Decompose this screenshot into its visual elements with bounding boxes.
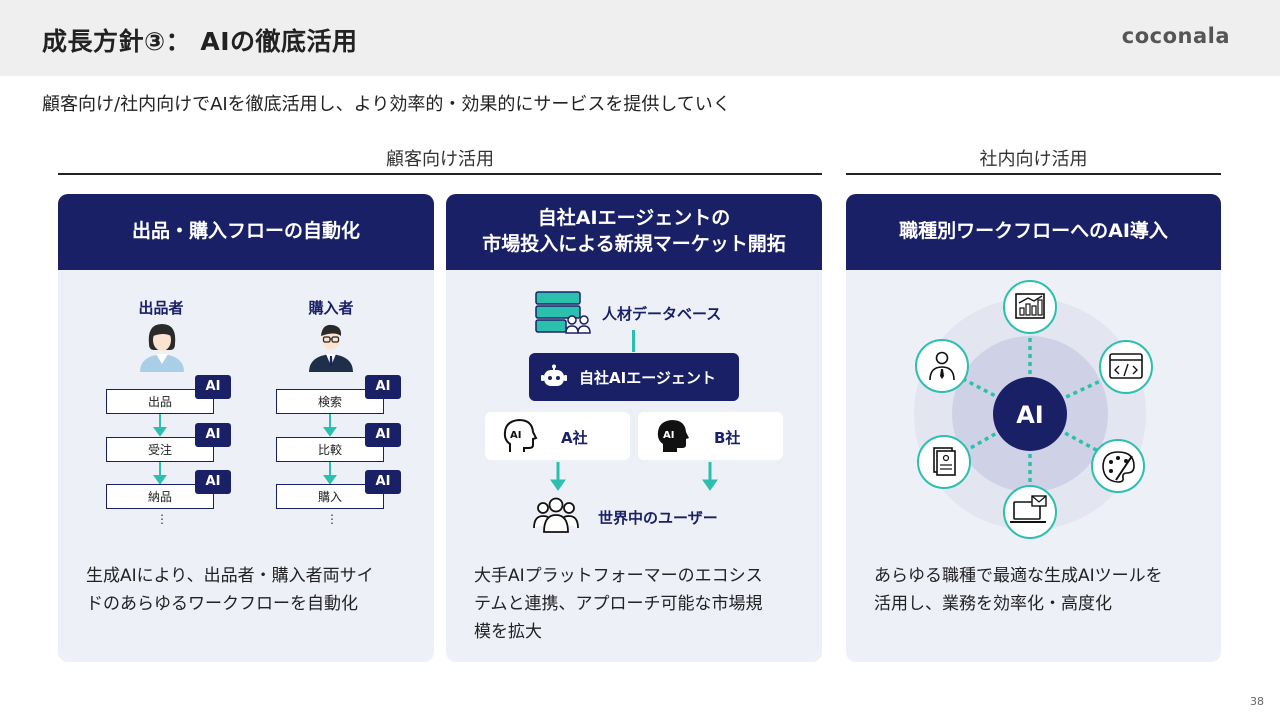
ai-badge: AI: [195, 470, 231, 494]
seller-label: 出品者: [138, 299, 184, 317]
section-label-customer: 顧客向け活用: [386, 149, 494, 170]
card-description-line: あらゆる職種で最適な生成AIツールを: [874, 566, 1163, 586]
buyer-avatar-icon: [309, 324, 353, 372]
ai-badge: AI: [195, 423, 231, 447]
card-ai-agent-market: 自社AIエージェントの 市場投入による新規マーケット開拓 人材データベース 自社…: [446, 194, 822, 662]
page-title: 成長方針③： AIの徹底活用: [42, 27, 358, 56]
svg-text:AI: AI: [663, 430, 674, 441]
laptop-mail-icon: [1003, 485, 1057, 539]
bar-chart-icon: [1003, 280, 1057, 334]
card-description-line: テムと連携、アプローチ可能な市場規: [474, 594, 763, 614]
database-icon: [535, 291, 591, 334]
company-a-box: AI A社: [485, 412, 630, 460]
section-label-internal: 社内向け活用: [979, 149, 1088, 170]
card-description-line: 模を拡大: [474, 622, 542, 642]
card-title-text: 市場投入による新規マーケット開拓: [482, 233, 786, 255]
buyer-step-search: 検索: [276, 389, 384, 414]
section-divider-customer: [58, 173, 822, 175]
card-title-text: 自社AIエージェントの: [537, 207, 731, 230]
ai-agent-label: 自社AIエージェント: [579, 369, 716, 387]
flow-arrows: [153, 414, 337, 485]
seller-ellipsis: ⋮: [156, 512, 168, 526]
company-b-label: B社: [714, 429, 741, 447]
seller-step-order: 受注: [106, 437, 214, 462]
ai-hub-label: AI: [1016, 401, 1044, 429]
card-ai-workflow-by-role: 職種別ワークフローへのAI導入 AI: [846, 194, 1221, 662]
card-description-line: 大手AIプラットフォーマーのエコシス: [474, 566, 763, 586]
company-a-label: A社: [561, 429, 588, 447]
card-listing-purchase-automation: 出品・購入フローの自動化 出品者 購入者 出品 AI 受注 AI 納品 AI ⋮: [58, 194, 434, 662]
card-description-line: ドのあらゆるワークフローを自動化: [86, 594, 358, 614]
card-title: 自社AIエージェントの 市場投入による新規マーケット開拓: [446, 194, 822, 270]
page-subtitle: 顧客向け/社内向けでAIを徹底活用し、より効率的・効果的にサービスを提供していく: [42, 94, 731, 115]
header-bar: [0, 0, 1280, 76]
buyer-label: 購入者: [308, 299, 354, 317]
ai-agent-box: 自社AIエージェント: [529, 353, 739, 401]
businessperson-icon: [915, 339, 969, 393]
seller-step-list: 出品: [106, 389, 214, 414]
card-title-text: 出品・購入フローの自動化: [131, 220, 360, 243]
buyer-ellipsis: ⋮: [326, 512, 338, 526]
svg-text:AI: AI: [510, 430, 521, 441]
ai-head-solid-icon: AI: [657, 420, 689, 452]
down-arrows: [550, 462, 718, 491]
users-group-icon: [533, 497, 579, 533]
card-title: 出品・購入フローの自動化: [58, 194, 434, 270]
company-b-box: AI B社: [638, 412, 783, 460]
database-label: 人材データベース: [602, 305, 722, 323]
buyer-step-purchase: 購入: [276, 484, 384, 509]
section-divider-internal: [846, 173, 1221, 175]
robot-icon: [541, 364, 567, 386]
ai-badge: AI: [195, 375, 231, 399]
resume-document-icon: [917, 435, 971, 489]
card-description: 生成AIにより、出品者・購入者両サイ ドのあらゆるワークフローを自動化: [86, 562, 374, 618]
page-number: 38: [1250, 695, 1264, 708]
card-title: 職種別ワークフローへのAI導入: [846, 194, 1221, 270]
paint-palette-icon: [1091, 439, 1145, 493]
connector-line: [632, 330, 635, 352]
seller-avatar-icon: [140, 324, 184, 372]
code-window-icon: [1099, 340, 1153, 394]
ai-role-hub-diagram: AI: [914, 280, 1153, 539]
brand-logo: coconala: [1121, 24, 1230, 48]
card-description: 大手AIプラットフォーマーのエコシス テムと連携、アプローチ可能な市場規 模を拡…: [474, 562, 763, 646]
card-description-line: 生成AIにより、出品者・購入者両サイ: [86, 566, 374, 586]
card-title-text: 職種別ワークフローへのAI導入: [899, 220, 1168, 243]
ai-badge: AI: [365, 423, 401, 447]
ai-badge: AI: [365, 470, 401, 494]
ai-head-outline-icon: AI: [503, 418, 538, 452]
ai-hub-circle: [993, 377, 1067, 451]
users-label: 世界中のユーザー: [598, 509, 718, 527]
card-description: あらゆる職種で最適な生成AIツールを 活用し、業務を効率化・高度化: [874, 562, 1163, 618]
card-description-line: 活用し、業務を効率化・高度化: [874, 594, 1112, 614]
ai-badge: AI: [365, 375, 401, 399]
